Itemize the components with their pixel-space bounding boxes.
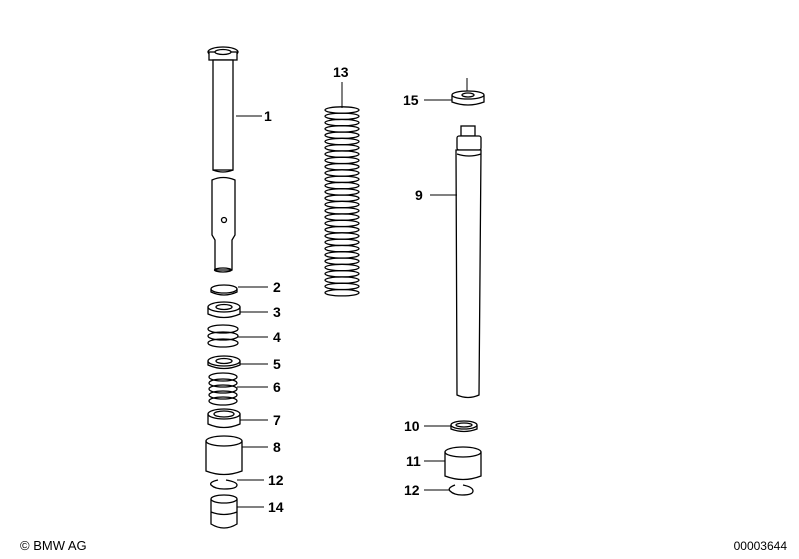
- callout-12-right: 12: [404, 482, 420, 498]
- callout-5: 5: [273, 356, 281, 372]
- spring-coil: [324, 156, 360, 165]
- spring-coil: [324, 288, 360, 297]
- spring-coil: [324, 131, 360, 140]
- spring-coil: [324, 112, 360, 121]
- callout-2: 2: [273, 279, 281, 295]
- callout-4: 4: [273, 329, 281, 345]
- spring-coil: [324, 251, 360, 259]
- callout-11: 11: [406, 453, 421, 469]
- spring-coil: [324, 125, 360, 133]
- spring-coil: [324, 225, 360, 234]
- callout-15: 15: [403, 92, 419, 108]
- part-3-washer[interactable]: [207, 301, 241, 319]
- spring-coil: [324, 188, 360, 196]
- callout-7: 7: [273, 412, 281, 428]
- spring-coil: [324, 169, 360, 177]
- part-13-fork-spring[interactable]: [324, 106, 360, 297]
- part-2-ring[interactable]: [210, 284, 238, 296]
- spring-coil: [324, 200, 360, 209]
- spring-coil: [324, 150, 360, 158]
- copyright-label: © BMW AG: [20, 538, 87, 553]
- callout-3: 3: [273, 304, 281, 320]
- spring-coil: [324, 244, 360, 253]
- callout-14: 14: [268, 499, 284, 515]
- callout-8: 8: [273, 439, 281, 455]
- part-4-spring[interactable]: [207, 324, 239, 348]
- part-12-circlip-left[interactable]: [210, 479, 238, 490]
- spring-coil: [324, 282, 360, 291]
- part-5-washer[interactable]: [207, 355, 241, 370]
- spring-coil: [324, 269, 360, 278]
- spring-coil: [324, 238, 360, 247]
- spring-coil: [324, 118, 360, 127]
- spring-coil: [324, 263, 360, 272]
- part-12-circlip-right[interactable]: [448, 484, 474, 496]
- part-6-spring[interactable]: [208, 372, 238, 406]
- part-7-bushing[interactable]: [207, 408, 241, 429]
- callout-10: 10: [404, 418, 420, 434]
- leader-lines: [236, 82, 457, 508]
- spring-coil: [324, 276, 360, 284]
- part-8-sleeve[interactable]: [205, 435, 243, 476]
- part-1-damper-tube[interactable]: [207, 46, 239, 273]
- spring-coil: [324, 219, 360, 228]
- spring-coil: [324, 213, 360, 221]
- callout-13: 13: [333, 64, 349, 80]
- spring-coil: [324, 257, 360, 266]
- spring-coil: [324, 194, 360, 203]
- spring-coil: [324, 175, 360, 184]
- callout-6: 6: [273, 379, 281, 395]
- spring-coil: [324, 162, 360, 171]
- part-15-ring[interactable]: [451, 78, 485, 106]
- part-11-sleeve[interactable]: [444, 446, 482, 481]
- spring-coil: [324, 181, 360, 190]
- spring-coil: [324, 232, 360, 240]
- spring-coil: [324, 206, 360, 215]
- diagram-number: 00003644: [733, 539, 787, 553]
- spring-coil: [324, 137, 360, 146]
- callout-12-left: 12: [268, 472, 284, 488]
- callout-9: 9: [415, 187, 423, 203]
- part-14-cap[interactable]: [210, 494, 238, 529]
- part-9-damper-tube[interactable]: [455, 125, 482, 399]
- spring-coil: [324, 143, 360, 152]
- callout-1: 1: [264, 108, 272, 124]
- part-10-ring[interactable]: [450, 420, 478, 433]
